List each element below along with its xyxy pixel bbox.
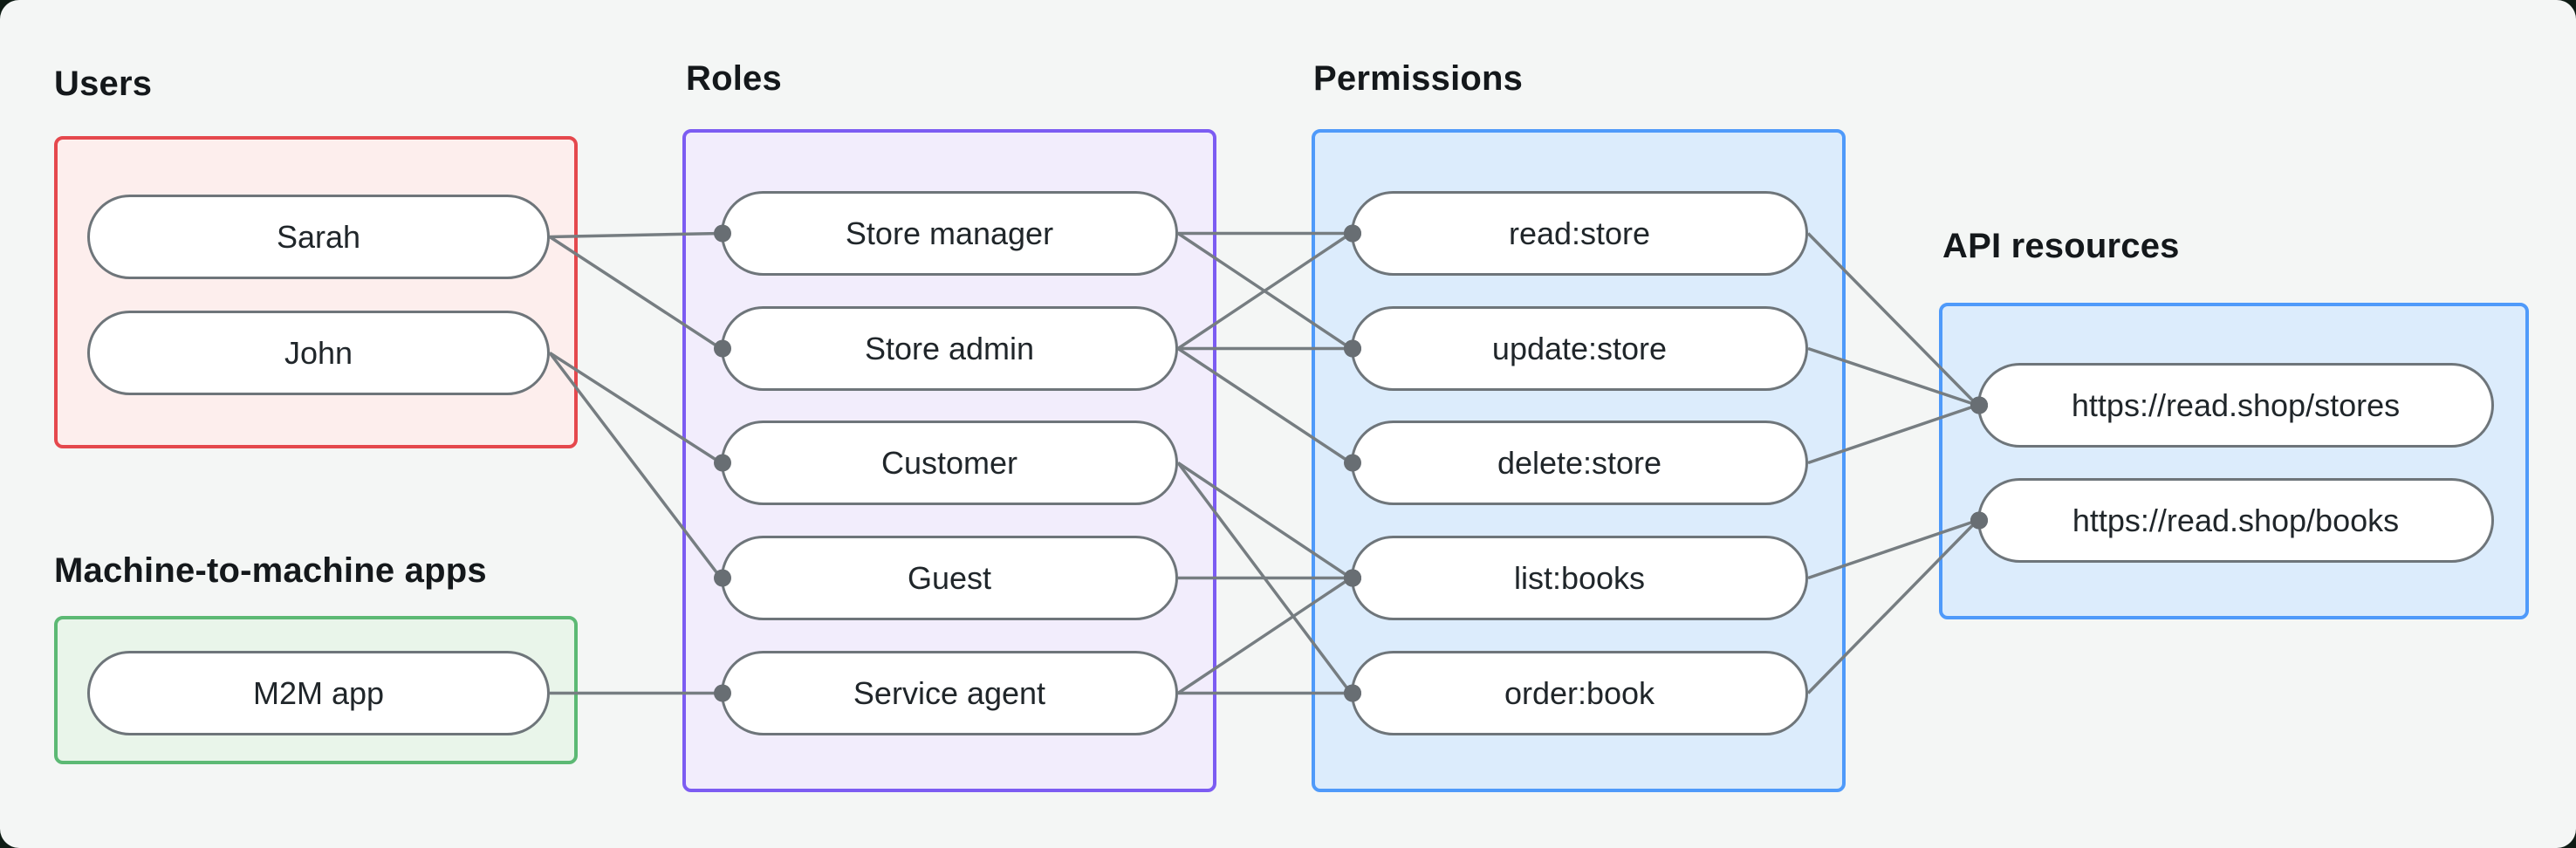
node-pill-john: John <box>87 311 550 395</box>
group-label-api-resources: API resources <box>1942 227 2180 265</box>
node-pill-service-agent: Service agent <box>721 651 1178 735</box>
node-pill-m2m-app: M2M app <box>87 651 550 735</box>
group-box-users <box>54 136 578 448</box>
node-pill-sarah: Sarah <box>87 195 550 279</box>
node-pill-store-manager: Store manager <box>721 191 1178 276</box>
node-pill-read-store: read:store <box>1351 191 1808 276</box>
node-pill-list-books: list:books <box>1351 536 1808 620</box>
group-label-m2m-apps: Machine-to-machine apps <box>54 551 487 590</box>
group-box-api-resources <box>1939 303 2529 619</box>
node-pill-books-resource: https://read.shop/books <box>1977 478 2494 563</box>
group-label-users: Users <box>54 65 153 103</box>
node-pill-store-admin: Store admin <box>721 306 1178 391</box>
node-pill-stores-resource: https://read.shop/stores <box>1977 363 2494 448</box>
node-pill-delete-store: delete:store <box>1351 421 1808 505</box>
group-label-roles: Roles <box>686 59 782 98</box>
node-pill-order-book: order:book <box>1351 651 1808 735</box>
node-pill-guest: Guest <box>721 536 1178 620</box>
node-pill-update-store: update:store <box>1351 306 1808 391</box>
group-label-permissions: Permissions <box>1313 59 1524 98</box>
node-pill-customer: Customer <box>721 421 1178 505</box>
